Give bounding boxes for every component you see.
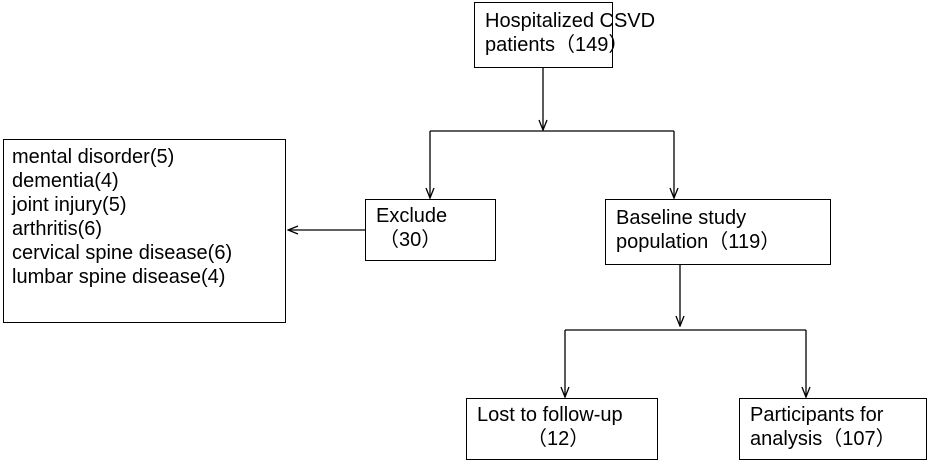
exclusion-reason: arthritis(6)	[12, 218, 103, 240]
node-text-line: Participants for	[750, 404, 884, 426]
exclusion-reason: cervical spine disease(6)	[12, 242, 233, 264]
node-text-line: analysis（107）	[750, 428, 896, 450]
node-text-line: Hospitalized CSVD	[485, 10, 656, 32]
exclusion-reason: dementia(4)	[12, 170, 119, 192]
node-hospitalized-patients: Hospitalized CSVD patients（149）	[474, 2, 656, 68]
node-exclude: Exclude （30）	[365, 199, 496, 261]
exclusion-reason: mental disorder(5)	[12, 146, 175, 168]
exclusion-reason: joint injury(5)	[12, 194, 127, 216]
node-text-line: Lost to follow-up	[477, 404, 623, 426]
node-text-line: patients（149）	[485, 34, 629, 56]
exclusion-reason: lumbar spine disease(4)	[12, 266, 226, 288]
node-text-line: Baseline study	[616, 207, 747, 229]
node-exclusion-reasons: mental disorder(5) dementia(4) joint inj…	[3, 139, 286, 323]
node-text-line: population（119）	[616, 231, 781, 253]
node-text-line: （30）	[379, 229, 442, 251]
node-text-line: （12）	[527, 428, 590, 450]
node-text-line: Exclude	[376, 205, 448, 227]
node-baseline-study-population: Baseline study population（119）	[605, 199, 831, 265]
node-lost-to-follow-up: Lost to follow-up （12）	[466, 398, 658, 460]
node-participants-for-analysis: Participants for analysis（107）	[739, 398, 927, 460]
